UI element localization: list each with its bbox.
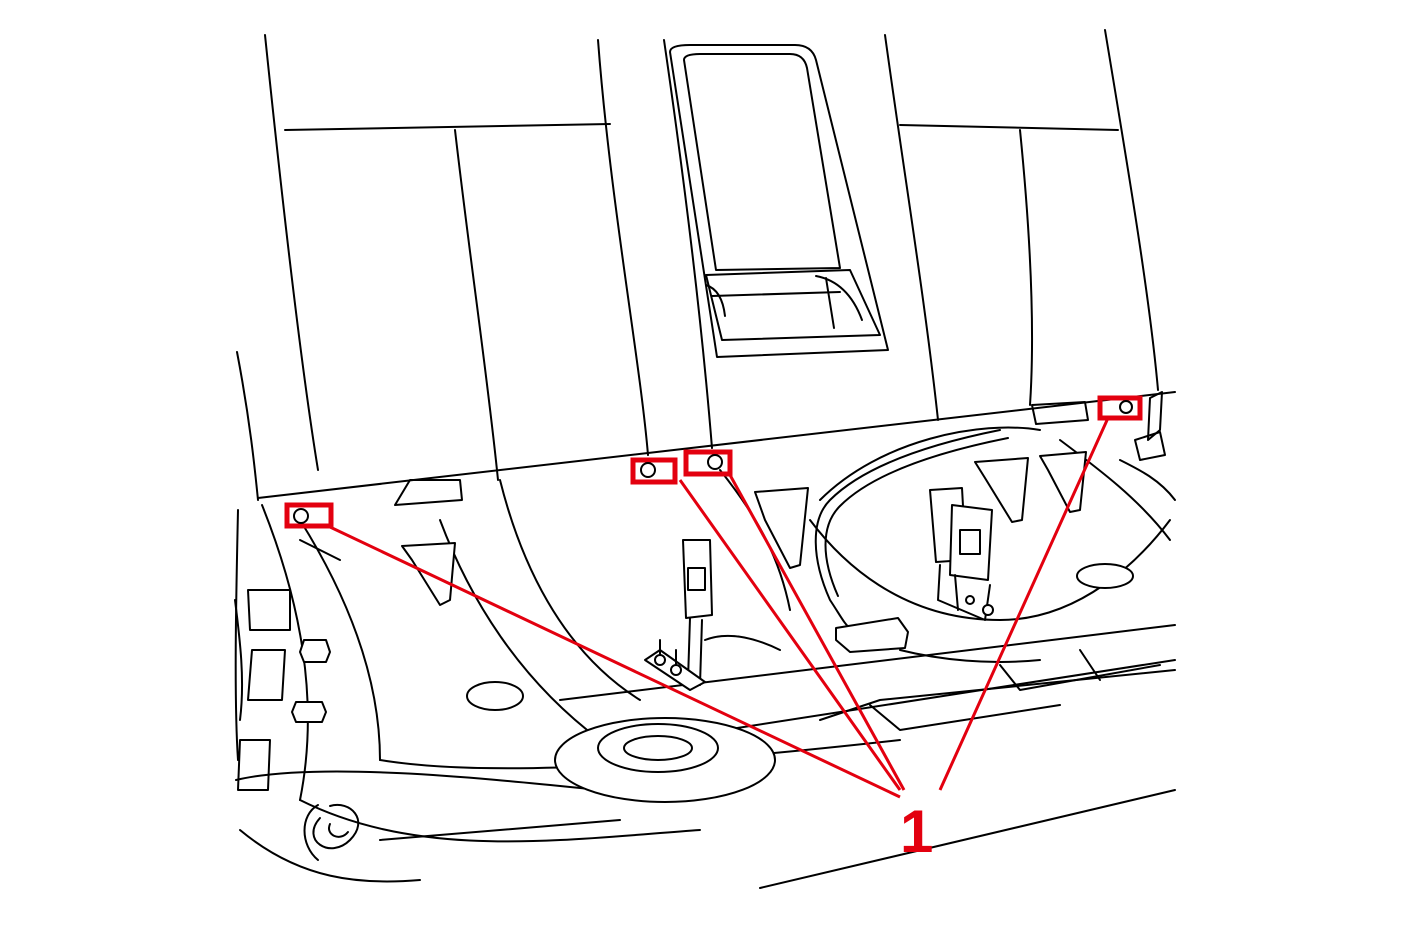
leader-line-4 — [938, 417, 1110, 791]
seat-latch-pocket-4 — [1039, 451, 1087, 513]
tie-down-hook — [303, 803, 360, 861]
fastener-bolt — [640, 462, 656, 478]
wire-harness — [814, 429, 1041, 663]
right-side-trim — [1119, 391, 1176, 501]
seat-belt-buckle-center — [644, 539, 781, 691]
callout-leader-lines — [329, 417, 1110, 799]
fastener-highlight-box — [683, 449, 733, 477]
leader-line-3 — [728, 474, 906, 791]
trim-fastener-2[interactable] — [630, 457, 678, 485]
fastener-bolt — [1119, 400, 1133, 414]
fastener-bolt — [707, 454, 723, 470]
callout-label: 1 — [900, 798, 933, 865]
leader-line-2 — [678, 479, 902, 791]
fastener-highlight-box — [630, 457, 678, 485]
seat-latch-pocket-3 — [974, 457, 1029, 523]
trunk-floor — [234, 401, 1176, 889]
leader-line-1 — [329, 525, 901, 799]
left-side-bracket — [234, 589, 331, 791]
center-pass-through — [669, 44, 889, 358]
fastener-highlight-box — [1097, 395, 1143, 421]
trim-fastener-1[interactable] — [284, 502, 334, 529]
floor-drain-plug-left — [466, 681, 524, 711]
seat-latch-pocket-2 — [754, 487, 809, 569]
seat-belt-buckles-right — [929, 487, 994, 621]
trim-fastener-4[interactable] — [1097, 395, 1143, 421]
seat-back-panel — [236, 29, 1159, 501]
floor-drain-plug-right — [1076, 563, 1134, 589]
fastener-highlight-box — [284, 502, 334, 529]
spare-tire-well — [554, 717, 776, 803]
trim-fastener-3[interactable] — [683, 449, 733, 477]
seat-cushion-edge — [257, 391, 1176, 499]
fastener-bolt — [293, 508, 309, 524]
